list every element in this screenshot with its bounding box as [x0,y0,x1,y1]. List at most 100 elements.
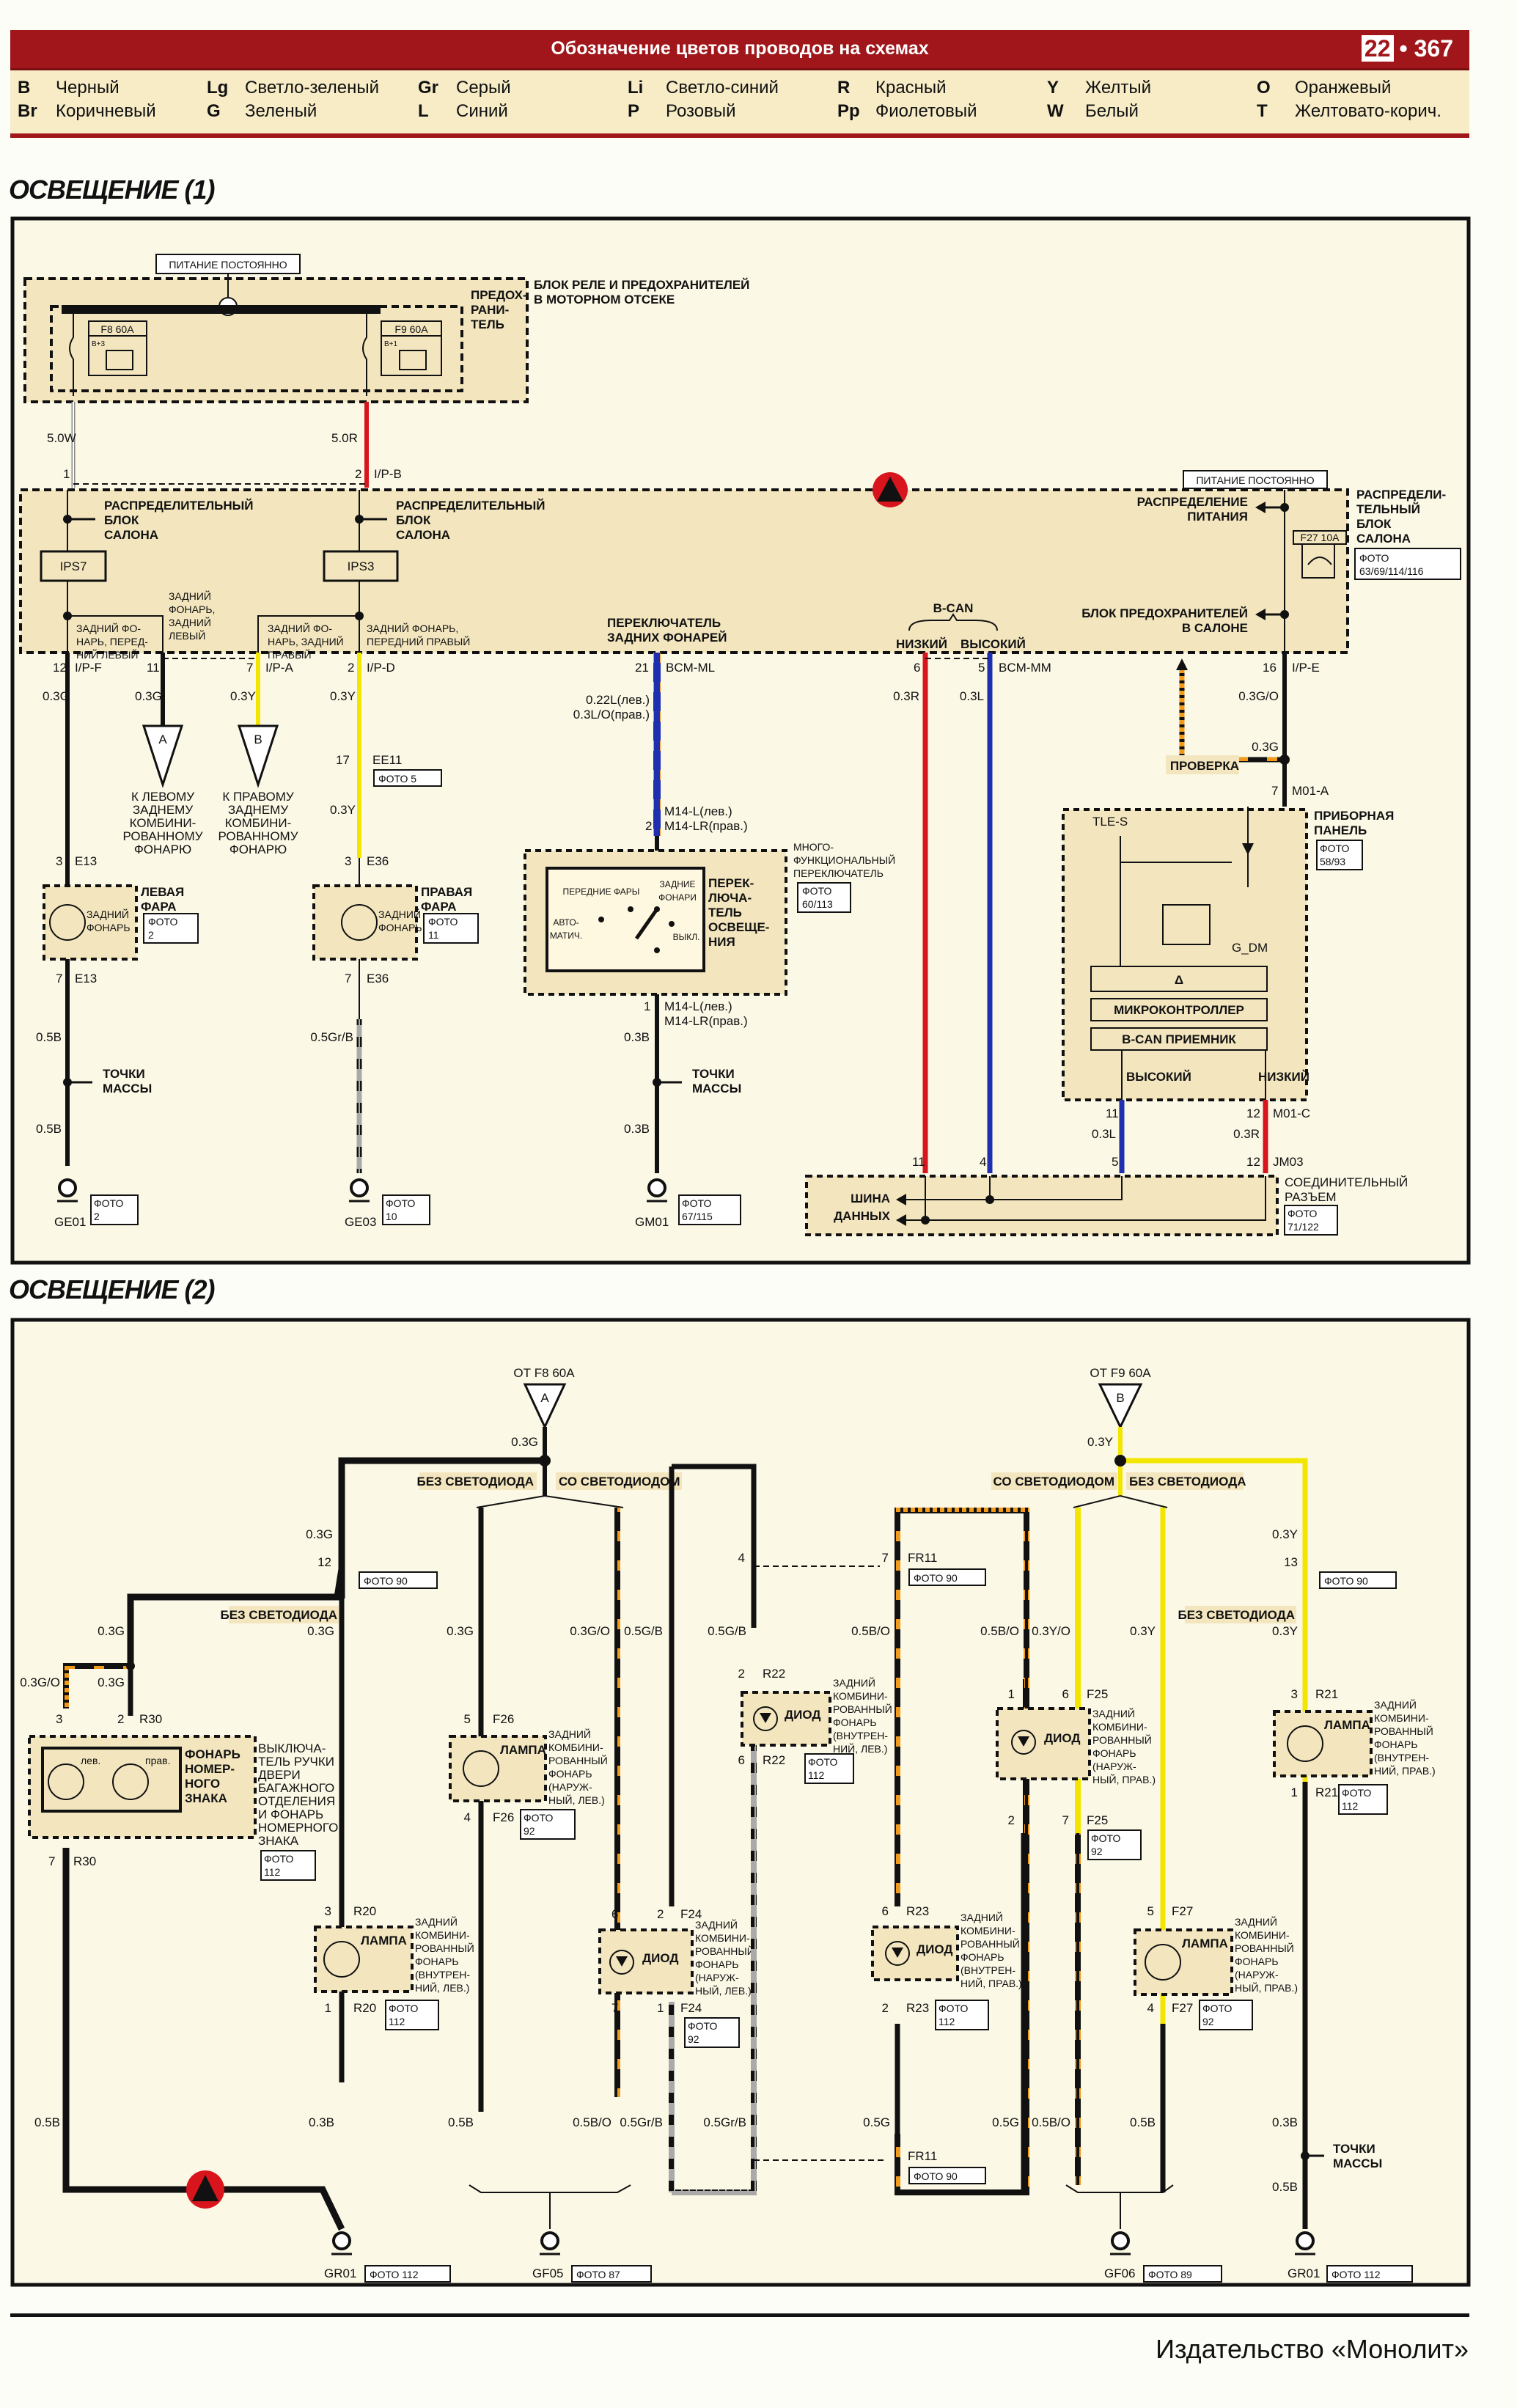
svg-text:0.3R: 0.3R [1233,1127,1260,1141]
svg-text:ТЕЛЬ РУЧКИ: ТЕЛЬ РУЧКИ [258,1755,334,1769]
svg-text:I/P-D: I/P-D [367,661,395,675]
svg-text:РАНИ-: РАНИ- [471,303,509,317]
photo-box [908,2167,986,2184]
svg-text:6: 6 [882,1904,889,1918]
svg-text:(НАРУЖ-: (НАРУЖ- [695,1972,739,1983]
svg-text:Δ: Δ [1175,973,1183,987]
svg-text:0.5B: 0.5B [1130,2115,1156,2129]
svg-text:2: 2 [657,1907,664,1921]
svg-text:БЕЗ СВЕТОДИОДА: БЕЗ СВЕТОДИОДА [1178,1608,1296,1622]
bus-bar [62,305,381,314]
svg-text:ФОНАРЬ: ФОНАРЬ [695,1959,739,1970]
svg-text:ФОТО 89: ФОТО 89 [1148,2269,1192,2280]
svg-text:МАССЫ: МАССЫ [692,1082,741,1095]
svg-text:7: 7 [345,972,351,985]
power-constant-box-2 [1183,470,1328,489]
svg-text:ФОТО 112: ФОТО 112 [1331,2269,1381,2280]
svg-text:ЛЮЧА-: ЛЮЧА- [708,891,752,905]
svg-text:0.5B: 0.5B [34,2115,60,2129]
svg-text:92: 92 [1091,1846,1103,1857]
offpage-a-icon [142,724,184,788]
svg-text:R21: R21 [1315,1687,1338,1701]
right-headlamp-module [312,884,418,961]
ground-points-label: ТОЧКИ [1333,2142,1375,2156]
bulb-icon [48,1763,84,1800]
lamp-inner-left-module [314,1926,414,1993]
svg-text:ДИОД: ДИОД [1044,1731,1080,1745]
fuse-block-cabin-label: БЛОК ПРЕДОХРАНИТЕЛЕЙ [1081,606,1248,620]
svg-text:ПАНЕЛЬ: ПАНЕЛЬ [1314,823,1367,837]
svg-text:E13: E13 [75,972,97,985]
svg-text:11: 11 [147,661,160,675]
svg-text:0.3Y/O: 0.3Y/O [1032,1624,1070,1638]
svg-text:R22: R22 [763,1753,785,1767]
fuse-f8-sub: B+3 [92,340,106,348]
branch-label: ЗАДНИЙ [169,590,211,602]
instrument-panel-module [1062,808,1308,1101]
svg-text:ВЫСОКИЙ: ВЫСОКИЙ [960,637,1026,651]
svg-text:РОВАННЫЙ: РОВАННЫЙ [548,1754,608,1766]
svg-text:ФОНАРЬ: ФОНАРЬ [1235,1956,1279,1967]
svg-text:ФОТО: ФОТО [1202,2003,1232,2014]
svg-text:67/115: 67/115 [682,1211,713,1222]
svg-text:ФОТО 87: ФОТО 87 [576,2269,620,2280]
svg-text:6: 6 [914,661,920,675]
fuse-f9-icon [362,314,367,396]
to-left-label: К ЛЕВОМУ [131,790,194,804]
svg-text:КОМБИНИ-: КОМБИНИ- [1374,1712,1429,1724]
rcl-inner-left-led-label: ЗАДНИЙ [833,1676,875,1689]
svg-text:0.3Y: 0.3Y [1087,1435,1113,1449]
photo-box [1284,1205,1338,1236]
svg-text:16: 16 [1263,661,1277,675]
svg-text:0.3Y: 0.3Y [330,803,356,817]
plate-lamp-box [41,1747,182,1813]
svg-text:РОВАННЫЙ: РОВАННЫЙ [1092,1733,1152,1746]
svg-text:F24: F24 [680,2001,702,2015]
svg-text:0.5G/B: 0.5G/B [708,1624,746,1638]
photo-box [797,882,851,913]
svg-text:0.3B: 0.3B [624,1030,650,1044]
fuse-f8-label: F8 60A [100,323,134,335]
svg-text:TLE-S: TLE-S [1092,815,1128,829]
svg-text:КОМБИНИ-: КОМБИНИ- [1092,1721,1147,1733]
joint-connector-module [805,1175,1279,1236]
ips7-box [40,550,107,582]
svg-text:1: 1 [63,467,70,481]
svg-text:3: 3 [345,854,351,868]
svg-text:ФОТО 112: ФОТО 112 [370,2269,419,2280]
ground-gm01: GM01 ФОТО 67/115 [635,1178,741,1229]
svg-text:I/P-A: I/P-A [265,661,293,675]
svg-text:GR01: GR01 [324,2266,356,2280]
svg-text:M14-LR(прав.): M14-LR(прав.) [664,1014,748,1028]
svg-text:0.5B: 0.5B [36,1030,62,1044]
cabin-block-label-right: РАСПРЕДЕЛИТЕЛЬНЫЙ [396,499,545,513]
svg-text:11: 11 [912,1155,925,1169]
diode-outer-left-module [598,1928,694,1994]
svg-text:IPS7: IPS7 [60,559,87,573]
led-icon [885,1941,910,1966]
svg-text:GF06: GF06 [1104,2266,1136,2280]
bulb-icon [1287,1725,1323,1762]
svg-text:БЕЗ СВЕТОДИОДА: БЕЗ СВЕТОДИОДА [417,1475,535,1489]
dist-block-right-label: РАСПРЕДЕЛИ- [1356,488,1446,502]
bulb-icon [112,1763,149,1800]
svg-text:ФОТО 90: ФОТО 90 [364,1575,408,1587]
svg-text:112: 112 [939,2016,955,2027]
ground-gf05: GF05 ФОТО 87 [532,2231,652,2283]
svg-text:НАРЬ, ЗАДНИЙ: НАРЬ, ЗАДНИЙ [268,635,344,647]
photo-box [1087,1829,1142,1860]
svg-text:ЗАДНИЙ: ЗАДНИЙ [378,908,421,920]
svg-text:0.5Gr/B: 0.5Gr/B [620,2115,663,2129]
bcan-brace [908,613,998,631]
plate-lamp-label: ФОНАРЬ [185,1747,240,1761]
svg-text:САЛОНА: САЛОНА [1356,532,1411,546]
svg-text:ПЕРЕДНИЕ ФАРЫ: ПЕРЕДНИЕ ФАРЫ [563,887,640,897]
svg-text:58/93: 58/93 [1320,856,1345,867]
battery-icon [106,350,133,370]
driver-box [1090,966,1268,992]
svg-text:(НАРУЖ-: (НАРУЖ- [1092,1761,1136,1772]
